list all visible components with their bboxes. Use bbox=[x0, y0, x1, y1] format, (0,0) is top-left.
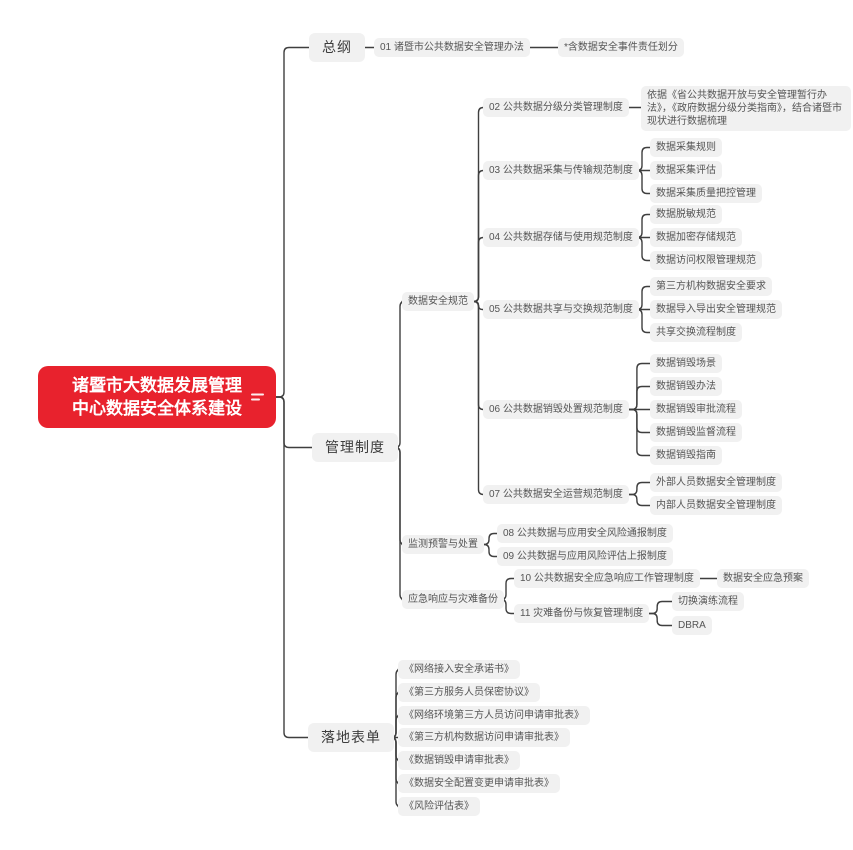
leaf-switch-drill-process[interactable]: 切换演练流程 bbox=[672, 592, 744, 611]
leaf-destruction-guide[interactable]: 数据销毁指南 bbox=[650, 446, 722, 465]
root-topic-line2: 中心数据安全体系建设 bbox=[72, 399, 242, 418]
leaf-destruction-supervision-process[interactable]: 数据销毁监督流程 bbox=[650, 423, 742, 442]
leaf-import-export-management[interactable]: 数据导入导出安全管理规范 bbox=[650, 300, 782, 319]
form-security-config-change-approval[interactable]: 《数据安全配置变更申请审批表》 bbox=[398, 774, 560, 793]
node-02-classification-management[interactable]: 02 公共数据分级分类管理制度 bbox=[483, 98, 629, 117]
form-network-access-security-commitment[interactable]: 《网络接入安全承诺书》 bbox=[398, 660, 520, 679]
leaf-collection-quality-control[interactable]: 数据采集质量把控管理 bbox=[650, 184, 762, 203]
collapse-lines-icon[interactable] bbox=[251, 393, 264, 401]
node-08-risk-report-system[interactable]: 08 公共数据与应用安全风险通报制度 bbox=[497, 524, 673, 543]
form-network-env-third-party-access-approval[interactable]: 《网络环境第三方人员访问申请审批表》 bbox=[398, 706, 590, 725]
form-third-party-org-data-access-approval[interactable]: 《第三方机构数据访问申请审批表》 bbox=[398, 728, 570, 747]
form-risk-assessment[interactable]: 《风险评估表》 bbox=[398, 797, 480, 816]
leaf-external-personnel-management[interactable]: 外部人员数据安全管理制度 bbox=[650, 473, 782, 492]
leaf-third-party-security-requirements[interactable]: 第三方机构数据安全要求 bbox=[650, 277, 772, 296]
node-04-storage-usage[interactable]: 04 公共数据存储与使用规范制度 bbox=[483, 228, 639, 247]
note-01-responsibility-division[interactable]: *含数据安全事件责任划分 bbox=[558, 38, 684, 57]
leaf-data-masking-spec[interactable]: 数据脱敏规范 bbox=[650, 205, 722, 224]
note-10-emergency-plan[interactable]: 数据安全应急预案 bbox=[717, 569, 809, 588]
leaf-encrypted-storage-spec[interactable]: 数据加密存储规范 bbox=[650, 228, 742, 247]
node-03-collection-transmission[interactable]: 03 公共数据采集与传输规范制度 bbox=[483, 161, 639, 180]
leaf-destruction-approval-process[interactable]: 数据销毁审批流程 bbox=[650, 400, 742, 419]
group-monitoring-warning-disposal[interactable]: 监测预警与处置 bbox=[402, 535, 484, 554]
branch-management-rules[interactable]: 管理制度 bbox=[312, 433, 398, 462]
leaf-access-permission-spec[interactable]: 数据访问权限管理规范 bbox=[650, 251, 762, 270]
node-06-destruction-disposal[interactable]: 06 公共数据销毁处置规范制度 bbox=[483, 400, 629, 419]
node-01-public-data-security-measures[interactable]: 01 诸暨市公共数据安全管理办法 bbox=[374, 38, 530, 57]
form-data-destruction-approval[interactable]: 《数据销毁申请审批表》 bbox=[398, 751, 520, 770]
note-02-basis-description[interactable]: 依据《省公共数据开放与安全管理暂行办法》，《政府数据分级分类指南》，结合诸暨市现… bbox=[641, 86, 851, 131]
leaf-collection-rules[interactable]: 数据采集规则 bbox=[650, 138, 722, 157]
branch-general-outline[interactable]: 总纲 bbox=[309, 33, 365, 62]
leaf-collection-assessment[interactable]: 数据采集评估 bbox=[650, 161, 722, 180]
form-third-party-personnel-nda[interactable]: 《第三方服务人员保密协议》 bbox=[398, 683, 540, 702]
group-data-security-specs[interactable]: 数据安全规范 bbox=[402, 292, 474, 311]
node-07-security-operation[interactable]: 07 公共数据安全运营规范制度 bbox=[483, 485, 629, 504]
leaf-dbra[interactable]: DBRA bbox=[672, 616, 712, 635]
node-05-sharing-exchange[interactable]: 05 公共数据共享与交换规范制度 bbox=[483, 300, 639, 319]
root-topic[interactable]: 诸暨市大数据发展管理 中心数据安全体系建设 bbox=[38, 366, 276, 428]
leaf-sharing-exchange-process[interactable]: 共享交换流程制度 bbox=[650, 323, 742, 342]
group-emergency-response-disaster-backup[interactable]: 应急响应与灾难备份 bbox=[402, 590, 504, 609]
node-10-emergency-response-management[interactable]: 10 公共数据安全应急响应工作管理制度 bbox=[514, 569, 700, 588]
branch-landing-forms[interactable]: 落地表单 bbox=[308, 723, 394, 752]
leaf-internal-personnel-management[interactable]: 内部人员数据安全管理制度 bbox=[650, 496, 782, 515]
leaf-destruction-method[interactable]: 数据销毁办法 bbox=[650, 377, 722, 396]
leaf-destruction-scenario[interactable]: 数据销毁场景 bbox=[650, 354, 722, 373]
node-11-disaster-backup-recovery[interactable]: 11 灾难备份与恢复管理制度 bbox=[514, 604, 650, 623]
node-09-risk-assessment-report-system[interactable]: 09 公共数据与应用风险评估上报制度 bbox=[497, 547, 673, 566]
root-topic-line1: 诸暨市大数据发展管理 bbox=[72, 376, 242, 395]
